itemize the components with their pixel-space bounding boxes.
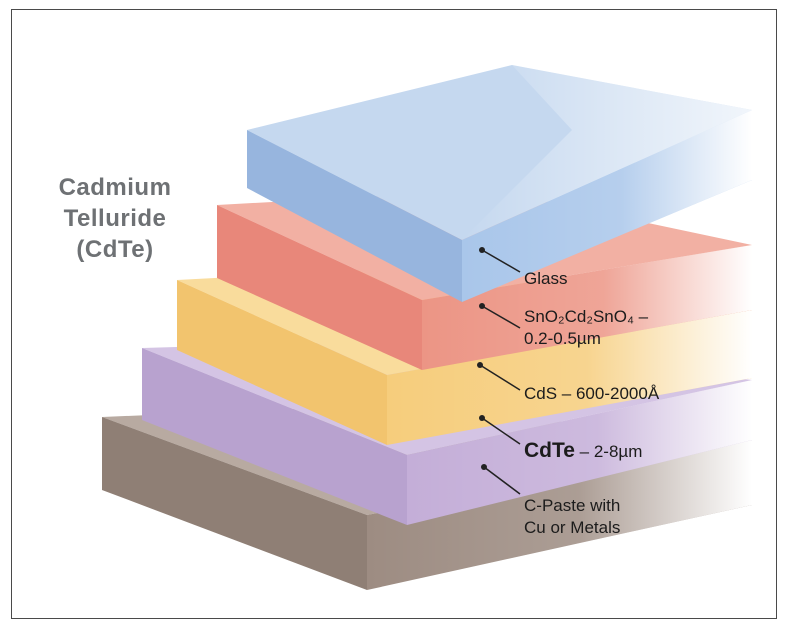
leader-cds <box>477 362 521 391</box>
layer-cds-fade <box>387 310 752 445</box>
layer-glass <box>247 65 752 302</box>
label-cdte-row: CdTe – 2-8µm <box>524 440 642 463</box>
layer-glass-fade <box>462 110 752 302</box>
label-glass-text: Glass <box>524 269 568 288</box>
label-tco: SnO₂Cd₂SnO₄ – 0.2-0.5µm <box>524 306 648 350</box>
label-glass: Glass <box>524 268 567 290</box>
leader-cpaste-line <box>483 466 521 495</box>
layer-cpaste-front <box>102 417 367 590</box>
label-cds-text: CdS – 600-2000Å <box>524 384 660 403</box>
leader-cdte-line <box>481 417 521 445</box>
figure-frame: Cadmium Telluride (CdTe) Glass SnO₂Cd₂Sn… <box>11 9 777 619</box>
diagram-title-line-1: Cadmium <box>58 174 172 201</box>
layer-glass-top-fade <box>462 65 752 240</box>
layer-tco-fade <box>422 245 752 370</box>
leader-cpaste <box>481 464 521 495</box>
layer-glass-front <box>247 130 462 302</box>
diagram-title-line-2: Telluride <box>63 205 167 232</box>
layer-cpaste-fade <box>367 440 752 590</box>
layer-tco-front <box>217 205 422 370</box>
leader-tco <box>479 303 521 329</box>
label-tco-formula: SnO₂Cd₂SnO₄ – <box>524 307 649 326</box>
label-cpaste-line-2: Cu or Metals <box>524 518 621 537</box>
label-cpaste: C-Paste with Cu or Metals <box>524 495 620 539</box>
leader-glass <box>479 247 521 273</box>
layer-cds-front <box>177 280 387 445</box>
leader-glass-line <box>481 249 521 273</box>
leader-cds-line <box>479 364 521 391</box>
leader-tco-line <box>481 305 521 329</box>
diagram-title-line-3: (CdTe) <box>76 236 154 263</box>
label-cds: CdS – 600-2000Å <box>524 383 659 405</box>
label-cpaste-line-1: C-Paste with <box>524 496 621 515</box>
label-cdte-thickness: – 2-8µm <box>574 442 643 461</box>
cdte-layer-diagram <box>102 65 752 590</box>
layer-cdte-fade <box>407 380 752 525</box>
layer-cdte-front <box>142 348 407 525</box>
label-cdte-name: CdTe <box>524 439 575 462</box>
label-tco-thickness: 0.2-0.5µm <box>524 329 601 348</box>
leader-cdte <box>479 415 521 445</box>
label-cdte: CdTe – 2-8µm <box>524 440 642 463</box>
